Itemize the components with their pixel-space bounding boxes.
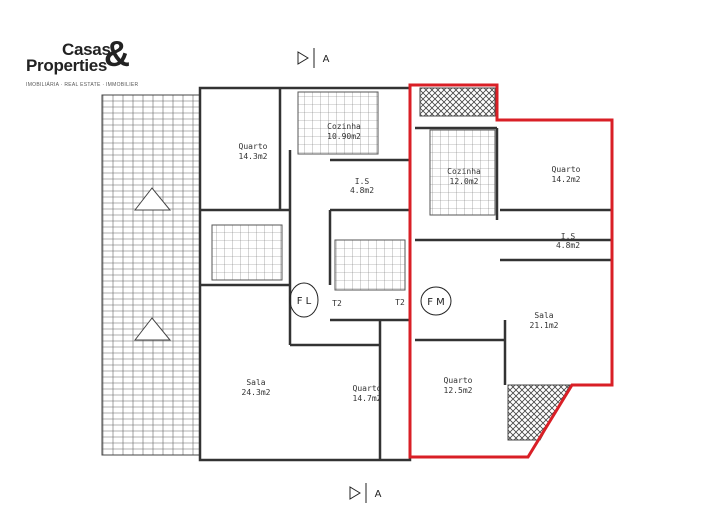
section-marker-bottom: A	[349, 483, 382, 503]
room-name: Sala	[534, 311, 553, 320]
room-area: 14.3m2	[239, 152, 268, 161]
section-marker-label: A	[323, 54, 330, 65]
company-logo: Casas Properties & IMOBILIÁRIA · REAL ES…	[26, 36, 146, 92]
room-area: 10.90m2	[327, 132, 361, 141]
room-area: 14.7m2	[353, 394, 382, 403]
kitchen-tiles-left	[297, 91, 379, 155]
stairs-left	[211, 224, 283, 281]
room-area: 24.3m2	[242, 388, 271, 397]
logo-line2: Properties	[26, 56, 108, 75]
room-area: 14.2m2	[552, 175, 581, 184]
room-name: Cozinha	[327, 122, 361, 131]
room-name: Sala	[246, 378, 265, 387]
unit-annotation-text: F M	[427, 297, 445, 308]
room-name: Quarto	[444, 376, 473, 385]
section-arrow-icon	[297, 51, 309, 65]
unit-annotation-left: F L	[289, 282, 319, 318]
room-name: I.S	[561, 232, 576, 241]
room-name: Quarto	[353, 384, 382, 393]
terrace-marking	[133, 187, 172, 341]
logo-line1: Casas	[62, 40, 111, 59]
logo-tagline: IMOBILIÁRIA · REAL ESTATE · IMMOBILIER	[26, 82, 139, 88]
room-name: Quarto	[239, 142, 268, 151]
logo-ampersand: &	[104, 33, 130, 74]
room-label: I.S4.8m2	[350, 177, 374, 195]
unit-annotation-text: F L	[297, 296, 312, 307]
room-name: Quarto	[552, 165, 581, 174]
room-area: 4.8m2	[556, 241, 580, 250]
room-area: 12.5m2	[444, 386, 473, 395]
room-name: Cozinha	[447, 167, 481, 176]
type-label-left: T2	[332, 299, 342, 308]
section-marker-top: A	[297, 48, 330, 68]
unit-annotation-right: F M	[420, 286, 452, 316]
room-label: I.S4.8m2	[556, 232, 580, 250]
kitchen-tiles-right	[429, 129, 496, 216]
room-area: 4.8m2	[350, 186, 374, 195]
room-name: I.S	[355, 177, 370, 186]
balcony-bottom	[507, 384, 571, 441]
room-area: 12.0m2	[450, 177, 479, 186]
walls	[198, 86, 612, 462]
stairs-center	[334, 239, 406, 291]
terrace	[101, 94, 201, 456]
balcony-top	[419, 87, 496, 117]
section-arrow-icon	[349, 486, 361, 500]
type-label-right: T2	[395, 298, 405, 307]
highlighted-unit-outline	[408, 83, 614, 459]
room-area: 21.1m2	[530, 321, 559, 330]
section-marker-label: A	[375, 489, 382, 500]
